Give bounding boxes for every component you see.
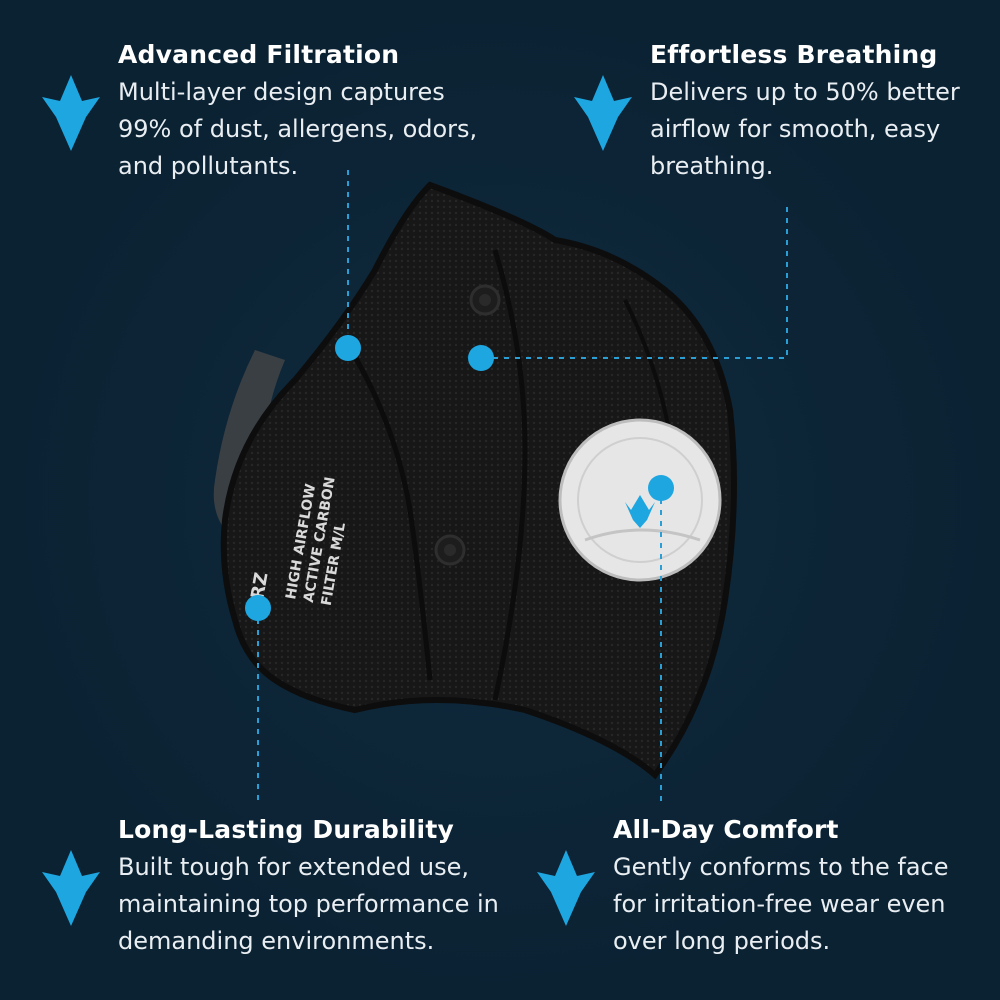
shield-arrow-icon [574, 75, 632, 151]
shield-arrow-icon [42, 850, 100, 926]
feature-title: Long-Lasting Durability [118, 815, 454, 844]
feature-description: Built tough for extended use, maintainin… [118, 853, 499, 955]
shield-arrow-icon [537, 850, 595, 926]
feature-all-day-comfort: All-Day Comfort Gently conforms to the f… [613, 815, 983, 960]
feature-description: Multi-layer design captures 99% of dust,… [118, 78, 478, 180]
callout-dot-durability [245, 595, 271, 621]
feature-long-lasting-durability: Long-Lasting Durability Built tough for … [118, 815, 508, 960]
feature-advanced-filtration: Advanced Filtration Multi-layer design c… [118, 40, 498, 185]
feature-title: Effortless Breathing [650, 40, 938, 69]
feature-description: Delivers up to 50% better airflow for sm… [650, 78, 960, 180]
feature-description: Gently conforms to the face for irritati… [613, 853, 949, 955]
feature-title: Advanced Filtration [118, 40, 400, 69]
mask-illustration: HIGH AIRFLOW ACTIVE CARBON FILTER M/L RZ [213, 181, 737, 780]
callout-line-breathing [481, 207, 788, 359]
callout-dot-comfort [648, 475, 674, 501]
feature-effortless-breathing: Effortless Breathing Delivers up to 50% … [650, 40, 980, 185]
callout-dot-breathing [468, 345, 494, 371]
callout-dot-filtration [335, 335, 361, 361]
shield-arrow-icon [42, 75, 100, 151]
feature-title: All-Day Comfort [613, 815, 839, 844]
